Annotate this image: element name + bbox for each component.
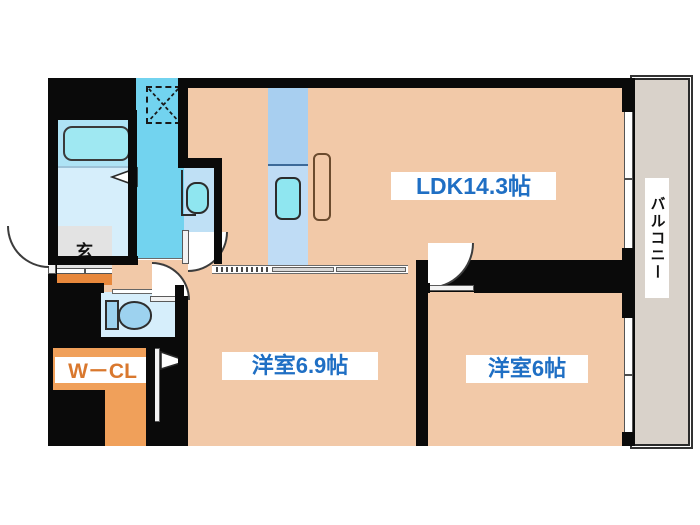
wall-washroom-ldk [178,78,188,168]
toilet-door[interactable] [112,289,154,294]
bathtub [63,126,130,161]
kitchen-tall-unit [313,153,331,221]
exterior-white-cut-topleft-b [0,274,48,304]
bedroom-main-partition-dots [216,267,270,272]
vanity-counter-edge [181,170,196,216]
wall-hall-bedroom-left [178,296,188,446]
wall-bath-left [48,110,58,262]
wall-closet-right [146,344,155,446]
entrance-door-swing [7,226,49,268]
walk-in-closet-label: W－CL [55,357,150,383]
ldk-balcony-window [624,110,633,250]
genkan-step [57,274,112,285]
genkan-step-line-split [84,268,86,274]
wall-vanity-right [214,158,222,264]
wall-toilet-left [92,285,101,345]
wall-bedroom-divider [416,265,428,446]
wall-right-bottom [622,432,635,446]
closet-door-arrow [160,350,190,371]
kitchen-sink-basin [275,177,301,220]
wall-bedroom-second-top-left [416,283,430,293]
exterior-white-cut-topleft [0,0,48,226]
genkan-label: 玄 [76,241,93,261]
bedroom-main-partition-leaf-1 [272,267,334,272]
wall-vanity-top [178,158,220,168]
bathroom-floor-divider [57,166,136,168]
wall-right-mid [622,248,635,318]
washing-machine-x-icon [148,88,179,122]
ldk-label: LDK14.3帖 [391,172,556,200]
wall-right-top [622,78,635,112]
kitchen-counter-divider [268,164,308,166]
bedroom-main-partition-leaf-2 [336,267,406,272]
closet-door-arrow-icon [160,350,190,371]
bedroom-second-door-panel[interactable] [428,285,474,291]
wall-bath-washroom [128,110,137,262]
wall-toilet-bottom [92,337,184,346]
wall-bedroom-second-top [474,283,625,293]
toilet-bowl [118,301,152,330]
bedroom-second-label: 洋室6帖 [466,355,588,383]
hall-door-panel-a[interactable] [182,230,189,264]
ldk-window-mullion [624,178,633,180]
toilet-tank [105,300,119,330]
walk-in-closet-lower [105,390,153,446]
genkan-tile [57,226,112,274]
bedroom-second-window-mullion [624,374,633,376]
wall-bath-bottom [48,256,138,265]
exterior-white-cut-left [0,298,48,458]
balcony-label: バルコニー [645,178,669,298]
bedroom-main-label: 洋室6.9帖 [222,352,378,380]
washing-machine-space [146,86,181,124]
vanity-basin [186,182,209,214]
wall-genkan-bottom [48,283,104,293]
kitchen-counter-upper [268,88,308,165]
